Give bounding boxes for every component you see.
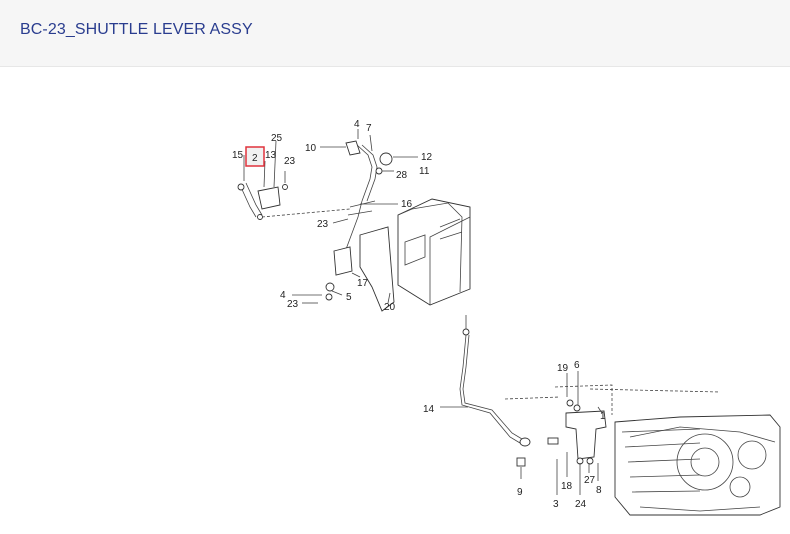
callout-1[interactable]: 1 <box>600 411 606 422</box>
callout-23-top[interactable]: 23 <box>284 156 296 167</box>
callout-4-bottom[interactable]: 4 <box>280 290 286 301</box>
cable-end <box>462 328 470 336</box>
callout-7[interactable]: 7 <box>366 123 372 134</box>
callout-5[interactable]: 5 <box>346 292 352 303</box>
cable-fitting <box>519 437 531 447</box>
switch-12 <box>379 152 393 166</box>
shuttle-cable <box>459 315 521 444</box>
parts-diagram: 15 2 13 25 23 10 4 7 12 28 11 16 23 17 4… <box>0 67 790 529</box>
lower-lever <box>333 246 353 276</box>
leader-lines-upper <box>243 129 418 304</box>
callout-20[interactable]: 20 <box>384 302 396 313</box>
switch-body <box>257 186 281 210</box>
callout-23-bottom[interactable]: 23 <box>287 299 299 310</box>
callout-14[interactable]: 14 <box>423 404 435 415</box>
callout-28[interactable]: 28 <box>396 170 408 181</box>
console-housing <box>397 198 471 306</box>
nut-5 <box>325 282 335 292</box>
page-title: BC-23_SHUTTLE LEVER ASSY <box>20 21 253 38</box>
callout-16[interactable]: 16 <box>401 199 413 210</box>
bracket-plate <box>359 226 395 312</box>
callout-18[interactable]: 18 <box>561 481 573 492</box>
callout-8[interactable]: 8 <box>596 485 602 496</box>
lever-knob <box>345 140 361 156</box>
callout-3[interactable]: 3 <box>553 499 559 510</box>
callout-10[interactable]: 10 <box>305 143 317 154</box>
bracket-1 <box>565 410 607 460</box>
nut-6 <box>573 404 581 412</box>
transmission-case <box>614 414 781 516</box>
exploded-view-drawing: 15 2 13 25 23 10 4 7 12 28 11 16 23 17 4… <box>232 119 781 516</box>
callout-15[interactable]: 15 <box>232 150 244 161</box>
callout-13[interactable]: 13 <box>265 150 277 161</box>
callout-6[interactable]: 6 <box>574 360 580 371</box>
upper-assembly <box>237 140 471 312</box>
highlight-box <box>245 146 265 167</box>
pin <box>547 437 559 445</box>
callout-labels: 15 2 13 25 23 10 4 7 12 28 11 16 23 17 4… <box>232 119 606 510</box>
bolt-19 <box>566 399 574 407</box>
washer-28 <box>375 167 383 175</box>
callout-27[interactable]: 27 <box>584 475 596 486</box>
washer-4 <box>325 293 333 301</box>
callout-17[interactable]: 17 <box>357 278 369 289</box>
callout-2[interactable]: 2 <box>252 153 258 164</box>
bolt-15 <box>237 183 245 191</box>
callout-19[interactable]: 19 <box>557 363 569 374</box>
leader-lines-lower <box>440 371 603 495</box>
callout-12[interactable]: 12 <box>421 152 433 163</box>
shuttle-lever <box>356 144 373 202</box>
callout-23-mid[interactable]: 23 <box>317 219 329 230</box>
spacer-9 <box>516 457 526 467</box>
callout-11[interactable]: 11 <box>419 166 430 177</box>
lower-assembly <box>459 315 781 516</box>
callout-25[interactable]: 25 <box>271 133 283 144</box>
callout-4-top[interactable]: 4 <box>354 119 360 130</box>
callout-9[interactable]: 9 <box>517 487 523 498</box>
callout-24[interactable]: 24 <box>575 499 587 510</box>
page-header: BC-23_SHUTTLE LEVER ASSY <box>0 0 790 67</box>
